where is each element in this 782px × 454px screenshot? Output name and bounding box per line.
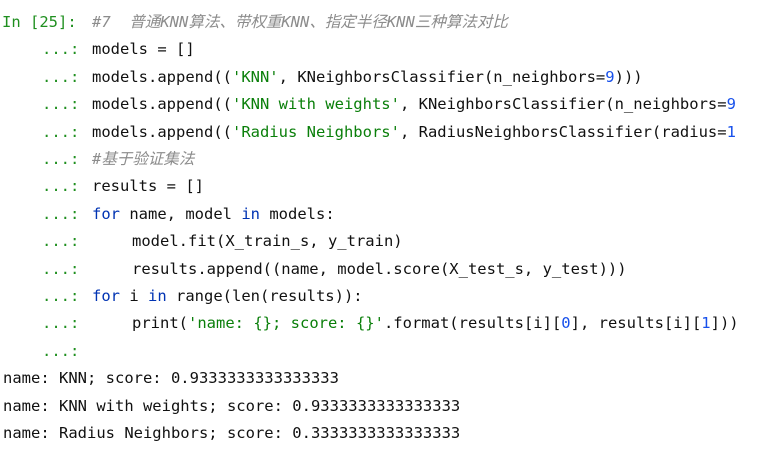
token-plain: ], results[i][ <box>570 314 702 333</box>
token-plain: model.fit(X_train_s, y_train) <box>132 232 403 251</box>
continuation-prompt: ...: <box>42 177 80 196</box>
code-line: ...: for name, model in models: <box>0 201 335 228</box>
token-plain: range(len(results)): <box>166 287 363 305</box>
token-keyword: for <box>92 204 120 223</box>
code-text: models = [] <box>92 36 195 63</box>
token-plain: ))) <box>614 67 643 86</box>
code-text: for i in range(len(results)): <box>92 283 363 310</box>
code-line: ...: models.append(('Radius Neighbors', R… <box>0 119 736 146</box>
continuation-prompt: ...: <box>42 150 80 168</box>
code-line: In [25]: #7 普通KNN算法、带权重KNN、指定半径KNN三种算法对比 <box>0 9 508 36</box>
code-text: model.fit(X_train_s, y_train) <box>92 228 403 255</box>
token-plain: i <box>120 287 148 305</box>
continuation-prompt: ...: <box>42 341 80 360</box>
token-keyword: for <box>92 287 120 305</box>
output-line: name: KNN with weights; score: 0.9333333… <box>3 396 461 415</box>
code-line: ...: #基于验证集法 <box>0 146 194 173</box>
continuation-prompt: ...: <box>42 287 80 305</box>
token-plain: , KNeighborsClassifier(n_neighbors= <box>399 95 727 114</box>
token-plain: print( <box>132 314 188 333</box>
code-line: ...: models = [] <box>0 36 195 63</box>
token-plain: , KNeighborsClassifier(n_neighbors= <box>278 67 606 86</box>
token-plain: ])) <box>710 314 739 333</box>
token-string: 'name: {}; score: {}' <box>188 314 384 333</box>
code-text: results.append((name, model.score(X_test… <box>92 256 627 283</box>
code-line: ...: print('name: {}; score: {}'.format(r… <box>0 310 739 337</box>
token-number: 1 <box>726 122 736 141</box>
token-plain: results.append((name, model.score(X_test… <box>132 259 627 278</box>
continuation-prompt: ...: <box>42 67 80 86</box>
code-line: ...: models.append(('KNN', KNeighborsClas… <box>0 64 643 91</box>
token-plain: models: <box>260 204 335 223</box>
code-text: models.append(('Radius Neighbors', Radiu… <box>92 119 736 146</box>
token-string: 'KNN with weights' <box>231 95 400 114</box>
continuation-prompt: ...: <box>42 95 80 114</box>
continuation-prompt: ...: <box>42 314 80 333</box>
token-plain: models = [] <box>92 40 195 59</box>
token-plain: models.append(( <box>92 67 232 86</box>
continuation-prompt: ...: <box>42 232 80 251</box>
code-line: ...: models.append(('KNN with weights', K… <box>0 91 736 118</box>
input-prompt: In [25]: <box>2 13 77 31</box>
code-line: ...: results = [] <box>0 173 204 200</box>
code-text: models.append(('KNN with weights', KNeig… <box>92 91 736 118</box>
token-comment: #基于验证集法 <box>92 150 195 168</box>
token-plain: .format(results[i][ <box>383 314 562 333</box>
token-number: 1 <box>701 314 711 333</box>
token-plain: models.append(( <box>92 122 232 141</box>
token-string: 'Radius Neighbors' <box>231 122 400 141</box>
token-number: 9 <box>726 95 736 114</box>
continuation-prompt: ...: <box>42 204 80 223</box>
token-plain: results = [] <box>92 177 204 196</box>
continuation-prompt: ...: <box>42 259 80 278</box>
continuation-prompt: ...: <box>42 40 80 59</box>
code-text: for name, model in models: <box>92 201 335 228</box>
output-line: name: KNN; score: 0.9333333333333333 <box>3 369 339 388</box>
code-text: #7 普通KNN算法、带权重KNN、指定半径KNN三种算法对比 <box>92 9 508 36</box>
code-text: print('name: {}; score: {}'.format(resul… <box>92 310 739 337</box>
token-plain: , RadiusNeighborsClassifier(radius= <box>399 122 727 141</box>
token-keyword: in <box>241 204 260 223</box>
token-comment: #7 普通KNN算法、带权重KNN、指定半径KNN三种算法对比 <box>92 13 508 31</box>
token-plain: models.append(( <box>92 95 232 114</box>
code-line: ...: <box>0 338 92 365</box>
token-plain: name, model <box>120 204 242 223</box>
code-text: results = [] <box>92 173 204 200</box>
continuation-prompt: ...: <box>42 122 80 141</box>
token-number: 0 <box>561 314 571 333</box>
output-line: name: Radius Neighbors; score: 0.3333333… <box>3 424 461 442</box>
code-text: #基于验证集法 <box>92 146 194 173</box>
code-line: ...: results.append((name, model.score(X_… <box>0 256 627 283</box>
token-number: 9 <box>605 67 615 86</box>
token-keyword: in <box>148 287 167 305</box>
code-text: models.append(('KNN', KNeighborsClassifi… <box>92 64 643 91</box>
token-string: 'KNN' <box>231 67 279 86</box>
code-line: ...: for i in range(len(results)): <box>0 283 363 310</box>
code-line: ...: model.fit(X_train_s, y_train) <box>0 228 403 255</box>
